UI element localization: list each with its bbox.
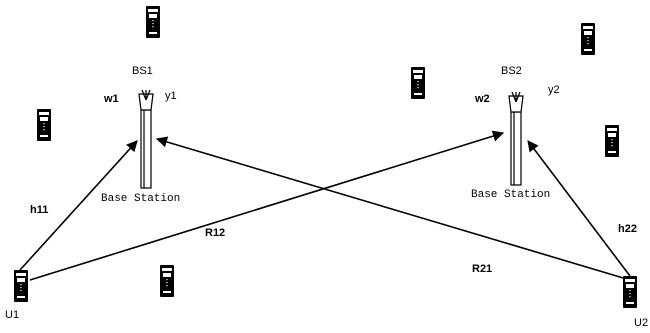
bs1-name: BS1 (132, 65, 153, 77)
mobile-phone-icon (623, 276, 637, 308)
bs2-tx-label: w2 (474, 93, 490, 105)
link-r12-arrow (29, 130, 505, 281)
link-h11-arrow (19, 140, 138, 271)
user-u2: U2 (623, 276, 648, 329)
mobile-phone-icon (37, 109, 51, 141)
base-station-bs1: BS1 w1 y1 Base Station (101, 65, 180, 205)
bs1-rx-label: y1 (165, 90, 177, 102)
link-r12-label: R12 (205, 227, 225, 239)
bs2-caption: Base Station (471, 189, 550, 201)
bs1-tx-label: w1 (103, 93, 119, 105)
u2-label: U2 (634, 317, 648, 329)
mobile-phone-icon (146, 6, 160, 38)
user-u1: U1 (5, 270, 28, 321)
bs1-caption: Base Station (101, 193, 180, 205)
bs2-name: BS2 (501, 65, 522, 77)
u1-label: U1 (5, 309, 19, 321)
link-r21-arrow (155, 136, 631, 281)
mobile-phone-icon (14, 270, 28, 302)
mobile-phone-icon (581, 23, 595, 55)
link-r21-label: R21 (472, 263, 492, 275)
base-station-bs2: BS2 w2 y2 Base Station (471, 65, 560, 201)
antenna-tower-icon (508, 91, 524, 186)
mobile-phone-icon (605, 125, 619, 157)
link-h22-label: h22 (618, 223, 637, 235)
antenna-tower-icon (138, 89, 154, 189)
bs2-rx-label: y2 (548, 84, 560, 96)
mobile-phone-icon (411, 67, 425, 99)
mobile-phone-icon (160, 265, 174, 297)
link-h11-label: h11 (30, 204, 48, 216)
link-h22-arrow (527, 140, 631, 277)
links (19, 130, 631, 281)
background-phones (37, 6, 619, 297)
